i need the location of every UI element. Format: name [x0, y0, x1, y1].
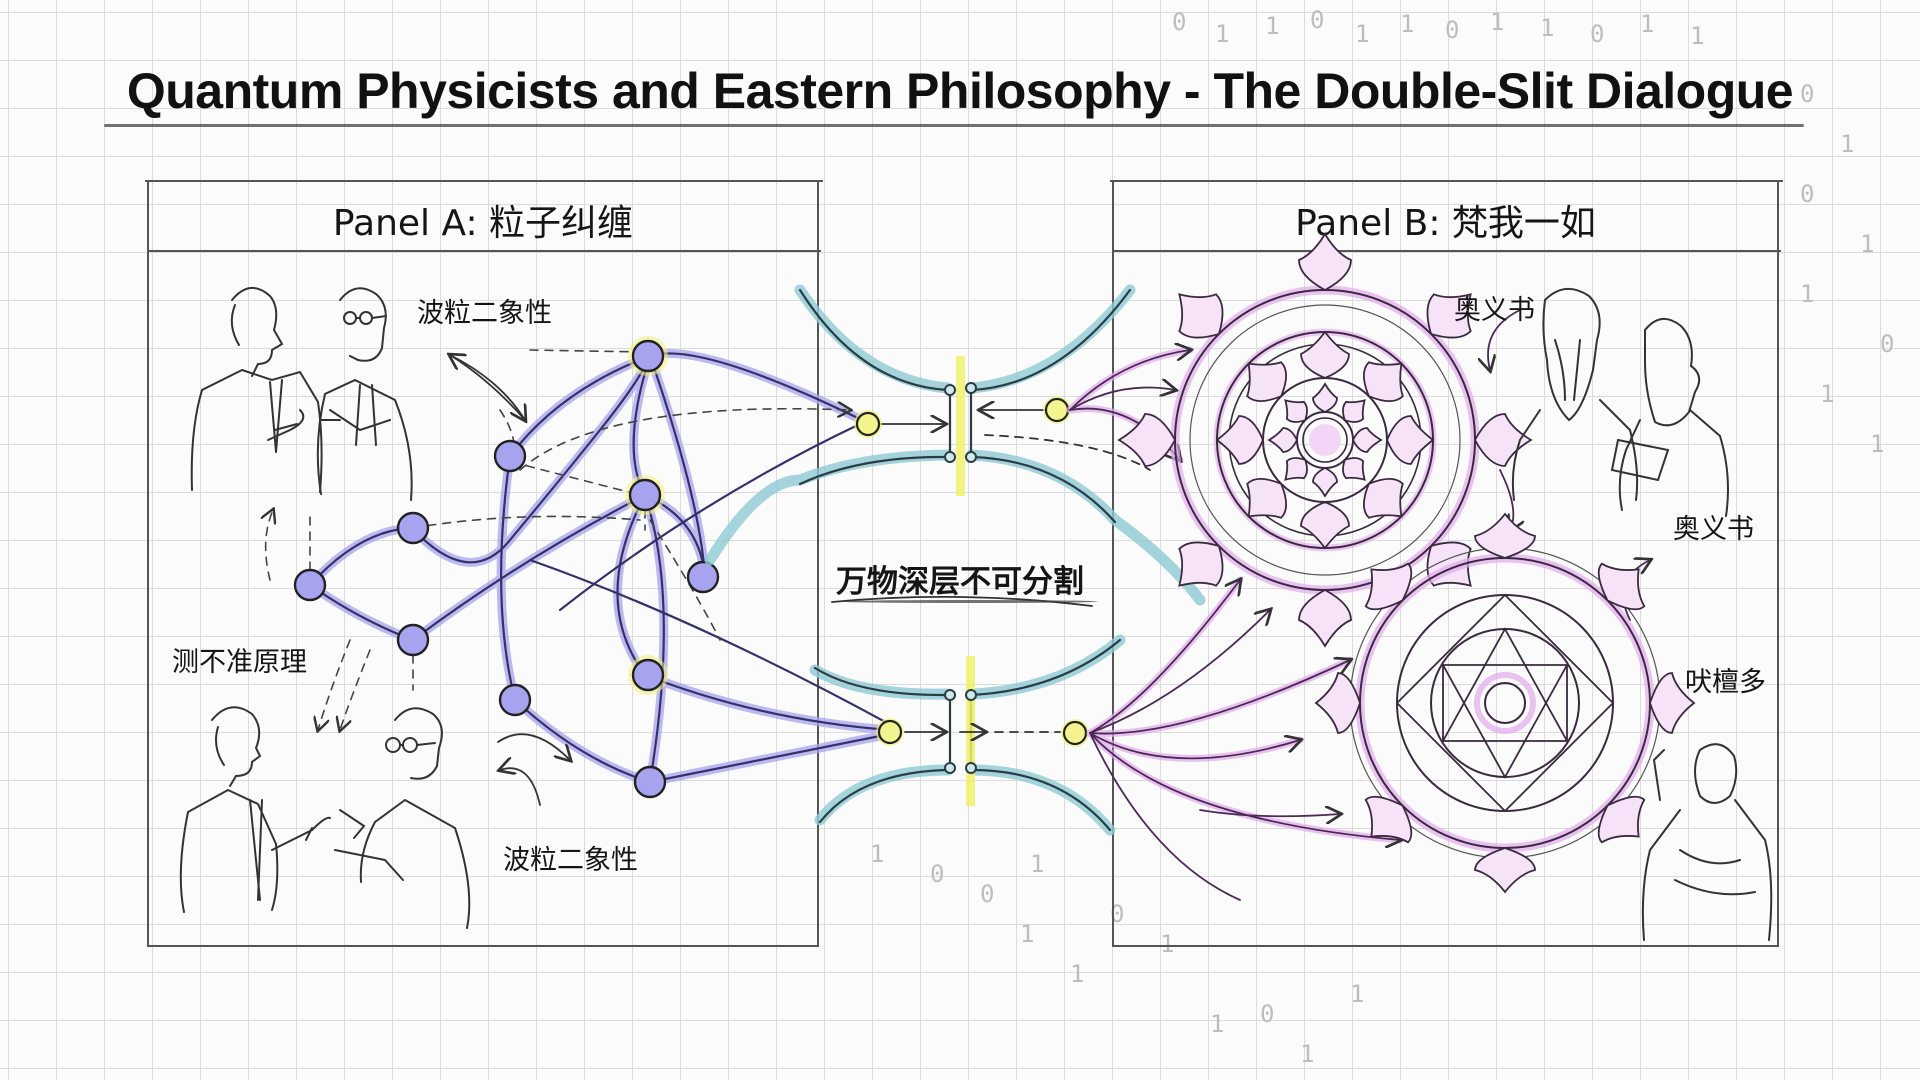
binary-digit: 0 — [1445, 16, 1460, 44]
panel-a-top-rule — [145, 180, 823, 182]
binary-digit: 0 — [930, 860, 945, 888]
binary-digit: 1 — [1840, 130, 1855, 158]
panel-b: Panel B: 梵我一如 — [1110, 180, 1783, 947]
vedanta-flow-lines — [1066, 309, 1650, 901]
label-upanishads-mid: 奥义书 — [1673, 514, 1754, 545]
binary-digit: 1 — [1020, 920, 1035, 948]
binary-digit: 1 — [1070, 960, 1085, 988]
center-label-indivisible: 万物深层不可分割 — [836, 564, 1084, 600]
binary-digit: 1 — [1640, 10, 1655, 38]
binary-digit: 1 — [1215, 20, 1230, 48]
panel-a-title: Panel A: 粒子纠缠 — [332, 203, 634, 244]
binary-digit: 1 — [870, 840, 885, 868]
binary-digit: 1 — [1690, 22, 1705, 50]
entanglement-nodes — [293, 336, 720, 799]
panel-b-top-rule — [1110, 180, 1783, 182]
physicists-top-figure — [190, 287, 413, 501]
label-upanishads-top: 奥义书 — [1454, 295, 1535, 326]
binary-digit: 1 — [1860, 230, 1875, 258]
binary-digit: 0 — [980, 880, 995, 908]
label-wave-particle-duality-top: 波粒二象性 — [417, 298, 552, 329]
panel-a-header-rule — [149, 250, 821, 252]
binary-digit: 1 — [1490, 8, 1505, 36]
binary-digit: 0 — [1260, 1000, 1275, 1028]
label-wave-particle-duality-bottom: 波粒二象性 — [503, 845, 638, 876]
yantra-mandala — [1315, 512, 1695, 893]
binary-digit: 1 — [1540, 14, 1555, 42]
panel-a: Panel A: 粒子纠缠 — [145, 180, 823, 947]
binary-digit: 1 — [1030, 850, 1045, 878]
binary-digit: 0 — [1800, 80, 1815, 108]
binary-digit: 1 — [1355, 20, 1370, 48]
binary-digit: 0 — [1172, 8, 1187, 36]
label-vedanta: 吠檀多 — [1685, 667, 1766, 698]
sage-bottom-figure — [1641, 743, 1773, 941]
binary-digit: 0 — [1310, 6, 1325, 34]
binary-digit: 1 — [1820, 380, 1835, 408]
page-title: Quantum Physicists and Eastern Philosoph… — [126, 63, 1794, 119]
binary-digit: 0 — [1800, 180, 1815, 208]
binary-digit: 1 — [1300, 1040, 1315, 1068]
binary-digit: 0 — [1590, 20, 1605, 48]
binary-digit: 1 — [1350, 980, 1365, 1008]
physicists-bottom-figure — [179, 706, 471, 929]
binary-digit: 1 — [1160, 930, 1175, 958]
binary-digit: 1 — [1870, 430, 1885, 458]
panel-b-title: Panel B: 梵我一如 — [1295, 203, 1596, 244]
entanglement-network — [266, 349, 902, 806]
center-label-underline — [838, 600, 1098, 603]
panel-b-header-rule — [1114, 250, 1781, 252]
sages-figure — [1511, 288, 1729, 517]
label-uncertainty-principle: 测不准原理 — [172, 647, 307, 678]
double-slit-apparatus — [704, 284, 1206, 836]
binary-digit: 1 — [1800, 280, 1815, 308]
binary-digit: 1 — [1210, 1010, 1225, 1038]
title-underline — [104, 124, 1804, 127]
binary-digit: 1 — [1400, 10, 1415, 38]
binary-digit: 1 — [1265, 12, 1280, 40]
lotus-mandala — [1118, 232, 1532, 647]
binary-digit: 0 — [1880, 330, 1895, 358]
